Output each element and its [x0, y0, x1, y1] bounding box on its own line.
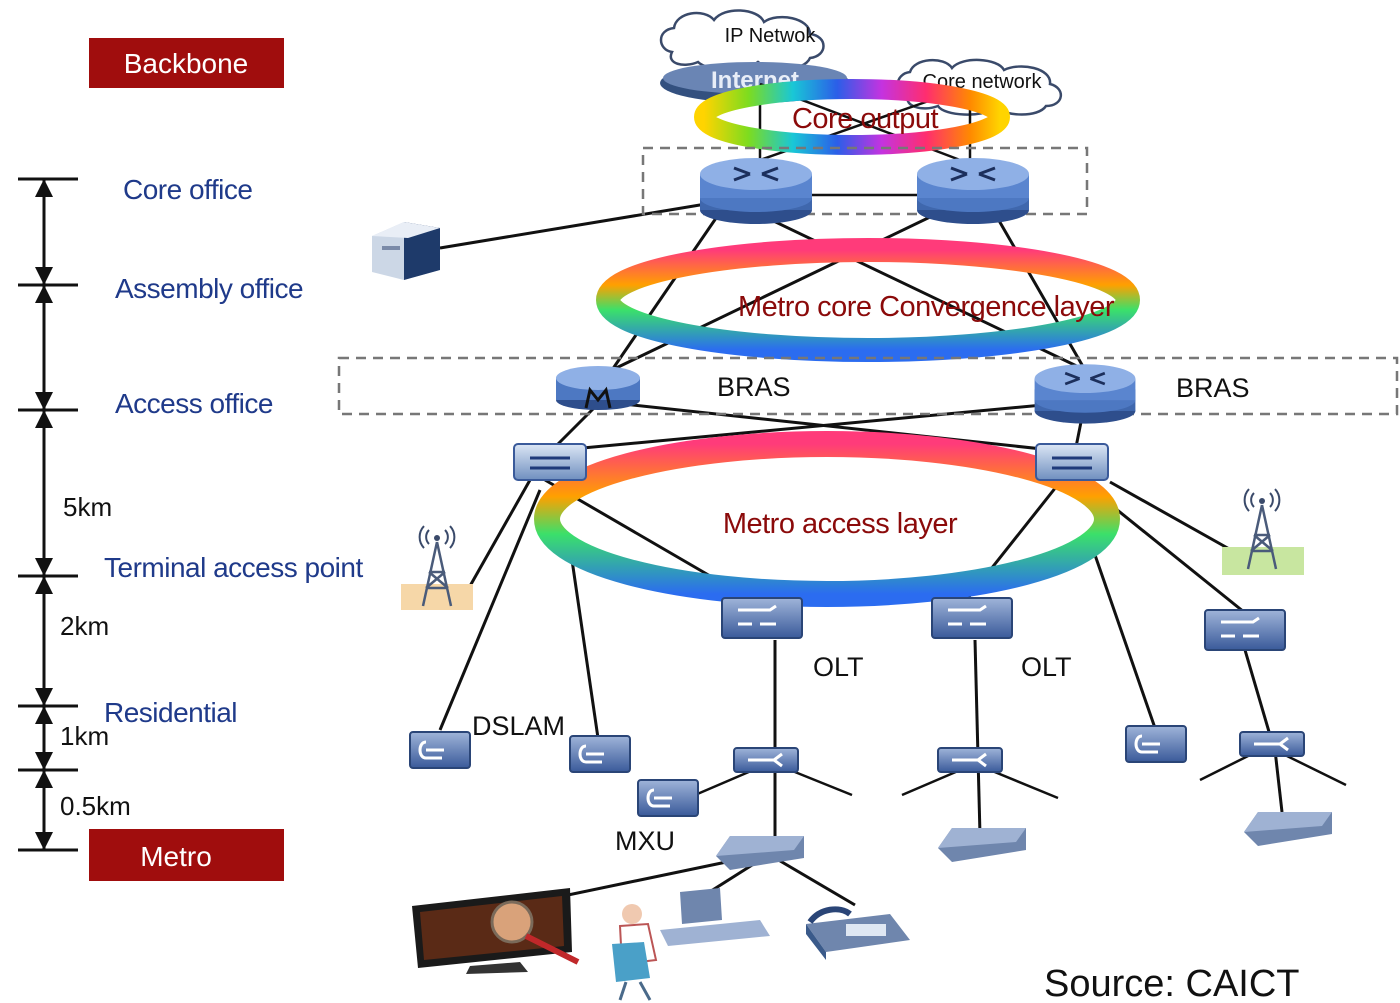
mxu-label: MXU — [615, 826, 675, 856]
metro-label: Metro — [140, 841, 212, 872]
dslam-far-right-icon — [1124, 724, 1188, 764]
core-output-ring: Core output — [694, 79, 1010, 155]
ip-network-cloud: IP Netwok — [659, 9, 825, 71]
core-router-left-icon — [698, 156, 814, 226]
tower-left-icon — [401, 524, 473, 610]
phone-icon — [806, 906, 910, 960]
metro-core-ring: Metro core Convergence layer — [596, 238, 1140, 362]
dslam-label: DSLAM — [472, 711, 565, 741]
olt-right-label: OLT — [1021, 652, 1072, 682]
splitter-right-icon — [936, 746, 1004, 774]
metro-core-label: Metro core Convergence layer — [738, 291, 1115, 323]
user-computer-icon — [612, 888, 770, 1001]
dslam-right-icon — [568, 734, 632, 774]
access-switch-left-icon — [512, 442, 588, 482]
olt-right-icon — [930, 596, 1014, 640]
olt-left-icon — [720, 596, 804, 640]
ont-far-right-icon — [1244, 812, 1332, 846]
tier-access-office: Access office — [115, 388, 273, 419]
access-switch-right-icon — [1034, 442, 1110, 482]
core-router-right-icon — [915, 156, 1031, 226]
core-office-boundary — [641, 146, 1089, 216]
bras-right-label: BRAS — [1176, 373, 1250, 403]
backbone-label: Backbone — [124, 48, 249, 79]
distance-scale — [18, 177, 78, 852]
tier-assembly-office: Assembly office — [115, 273, 303, 304]
tier-core-office: Core office — [123, 174, 252, 205]
metro-access-ring: Metro access layer — [534, 431, 1120, 607]
ip-network-label: IP Netwok — [725, 25, 817, 47]
distance-1km: 1km — [60, 721, 109, 751]
access-office-boundary — [337, 356, 1399, 416]
metro-badge: Metro — [89, 829, 284, 881]
distance-5km: 5km — [63, 492, 112, 522]
olt-far-right-icon — [1203, 608, 1287, 652]
distance-2km: 2km — [60, 611, 109, 641]
mxu-icon — [716, 836, 804, 870]
tier-terminal-access-point: Terminal access point — [104, 552, 363, 583]
backbone-badge: Backbone — [89, 38, 284, 88]
server-icon — [372, 222, 440, 280]
metro-access-label: Metro access layer — [723, 508, 958, 540]
olt-left-label: OLT — [813, 652, 864, 682]
mxu-dslam-icon — [636, 778, 700, 818]
tower-right-icon — [1222, 487, 1304, 575]
tier-residential: Residential — [104, 697, 237, 728]
bras-left-icon — [556, 366, 640, 410]
source-caption: Source: CAICT — [1044, 963, 1300, 1003]
bras-left-label: BRAS — [717, 372, 791, 402]
tv-icon — [412, 888, 580, 974]
bras-right-icon — [1033, 362, 1137, 425]
dslam-left-icon — [408, 730, 472, 770]
splitter-left-icon — [732, 746, 800, 774]
distance-0-5km: 0.5km — [60, 791, 131, 821]
splitter-far-right-icon — [1238, 730, 1306, 758]
core-output-label: Core output — [792, 103, 938, 135]
ont-right-icon — [938, 828, 1026, 862]
